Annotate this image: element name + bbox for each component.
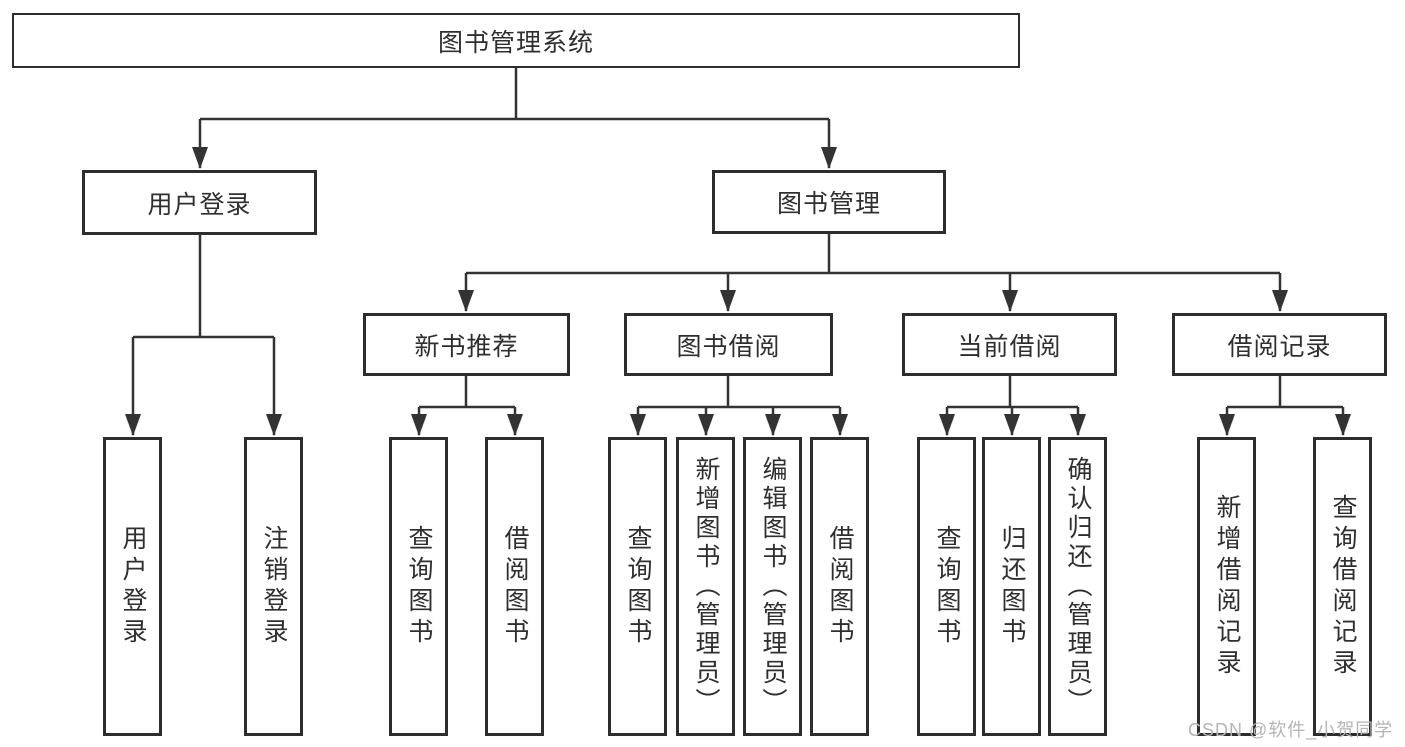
leaf-borrow-books-borrowing: 借阅图书 — [810, 437, 869, 736]
leaf-add-book-admin: 新增图书（管理员） — [676, 437, 735, 736]
leaf-query-books-recommend: 查询图书 — [389, 437, 448, 736]
leaf-borrow-books-recommend: 借阅图书 — [485, 437, 544, 736]
leaf-add-borrow-record: 新增借阅记录 — [1197, 437, 1256, 736]
node-borrowing-records: 借阅记录 — [1172, 313, 1387, 376]
leaf-confirm-return-admin: 确认归还（管理员） — [1048, 437, 1107, 736]
leaf-query-books-borrowing: 查询图书 — [608, 437, 667, 736]
node-user-login: 用户登录 — [82, 170, 317, 235]
leaf-query-borrow-record: 查询借阅记录 — [1313, 437, 1372, 736]
node-book-borrowing: 图书借阅 — [624, 313, 833, 376]
leaf-logout: 注销登录 — [244, 437, 303, 736]
leaf-user-login: 用户登录 — [103, 437, 162, 736]
node-book-management: 图书管理 — [712, 170, 946, 234]
node-current-borrowing: 当前借阅 — [902, 313, 1117, 376]
node-library-management-system: 图书管理系统 — [12, 13, 1020, 68]
node-new-book-recommendation: 新书推荐 — [363, 313, 570, 376]
csdn-watermark: CSDN @软件_小贺同学 — [1188, 720, 1394, 740]
leaf-edit-book-admin: 编辑图书（管理员） — [743, 437, 802, 736]
leaf-query-books-current: 查询图书 — [917, 437, 976, 736]
leaf-return-books: 归还图书 — [982, 437, 1041, 736]
